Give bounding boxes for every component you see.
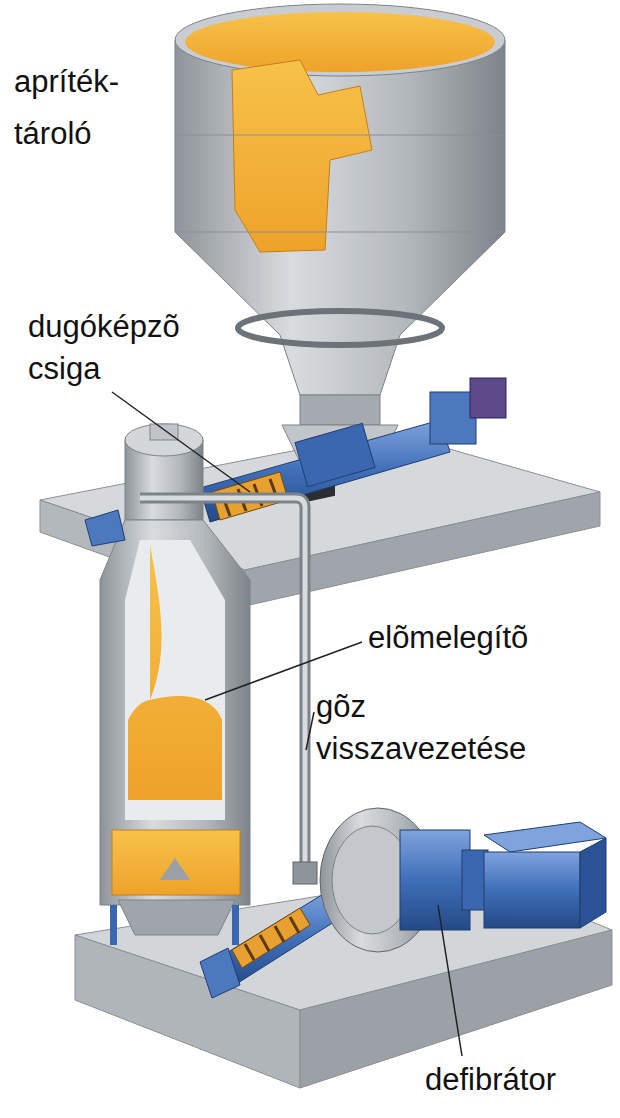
leader-line xyxy=(112,392,250,492)
defibrator-unit xyxy=(320,808,606,952)
part-label: dugóképzõ csiga xyxy=(28,306,213,390)
part-label: gõz visszavezetése xyxy=(316,686,556,770)
feed-screw xyxy=(200,890,345,998)
leader-line xyxy=(438,905,462,1056)
part-label: elõmelegítõ xyxy=(368,618,588,658)
part-label: apríték- tároló xyxy=(14,56,164,160)
part-label: defibrátor xyxy=(425,1060,605,1100)
chip-hopper xyxy=(175,4,505,462)
leader-lines xyxy=(112,392,462,1056)
leader-line xyxy=(306,712,314,750)
